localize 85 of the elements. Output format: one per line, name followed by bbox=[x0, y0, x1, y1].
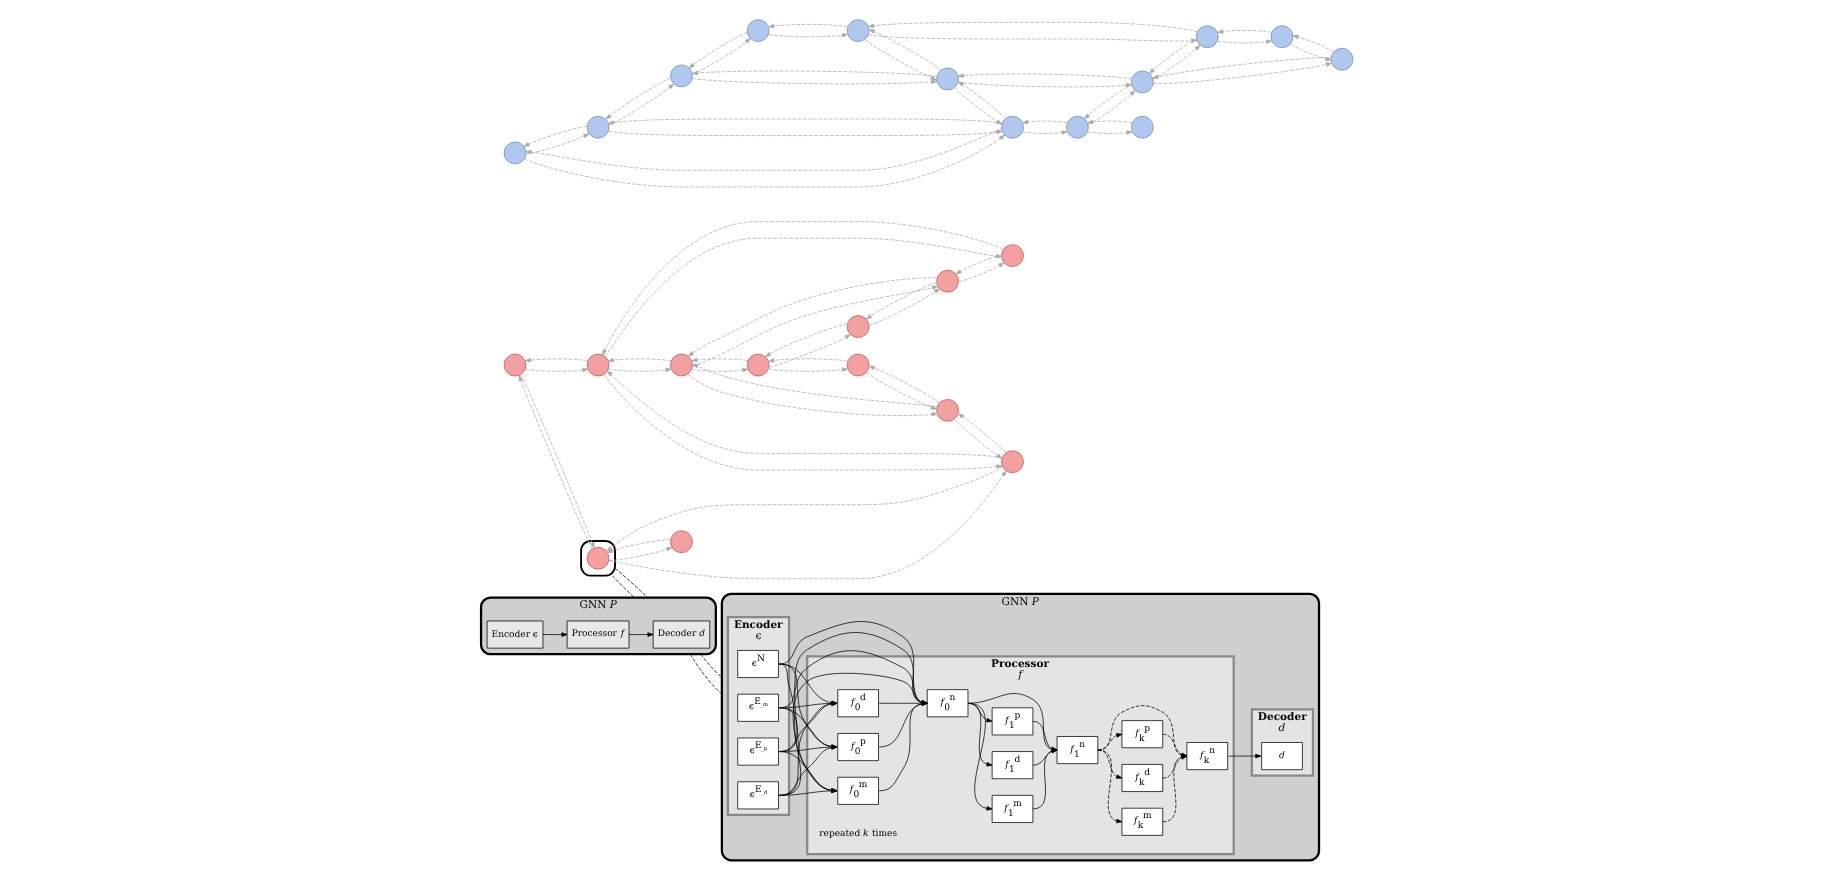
arrow bbox=[768, 358, 848, 363]
connector bbox=[700, 653, 723, 678]
arrow bbox=[1022, 130, 1068, 135]
arrow bbox=[868, 21, 1198, 33]
node-circle bbox=[670, 530, 693, 554]
connector bbox=[614, 567, 648, 598]
node-circle bbox=[1270, 25, 1294, 48]
arrow bbox=[523, 125, 588, 147]
arrow bbox=[525, 357, 589, 363]
node-circle bbox=[846, 353, 870, 377]
node-circle bbox=[1330, 48, 1354, 71]
arrow bbox=[868, 365, 940, 404]
node-circle bbox=[1001, 244, 1024, 267]
arrow bbox=[1088, 90, 1136, 126]
arrow bbox=[1217, 39, 1273, 44]
node-circle bbox=[503, 141, 527, 165]
arrow bbox=[866, 282, 937, 320]
arrow bbox=[1152, 44, 1201, 80]
arrow bbox=[1087, 119, 1133, 125]
arrow bbox=[967, 702, 993, 723]
arrow bbox=[628, 632, 654, 637]
arrow bbox=[687, 373, 938, 417]
arrow bbox=[1097, 749, 1123, 779]
arrow bbox=[954, 87, 1003, 125]
arrow bbox=[1292, 34, 1335, 53]
arrow bbox=[1290, 43, 1332, 62]
node-circle bbox=[846, 19, 870, 42]
arrow bbox=[768, 334, 851, 368]
arrow bbox=[1022, 119, 1068, 125]
arrow bbox=[868, 29, 942, 71]
arrow bbox=[967, 702, 993, 767]
arrow bbox=[606, 466, 1004, 552]
node-circle bbox=[936, 399, 959, 422]
arrow bbox=[692, 38, 751, 75]
arrow bbox=[607, 539, 672, 553]
arrow bbox=[1152, 62, 1333, 85]
arrow bbox=[868, 34, 1198, 43]
arrow bbox=[542, 632, 568, 637]
arrow bbox=[608, 547, 673, 561]
node-circle bbox=[1195, 25, 1219, 48]
arrow bbox=[691, 367, 749, 373]
arrow bbox=[768, 33, 848, 38]
arrow bbox=[958, 262, 1005, 283]
arrow bbox=[1097, 749, 1123, 824]
arrow bbox=[967, 702, 993, 811]
arrow bbox=[864, 39, 937, 81]
arrow bbox=[768, 367, 848, 372]
arrow bbox=[691, 70, 938, 77]
arrow bbox=[957, 73, 1133, 80]
node-circle bbox=[503, 353, 527, 377]
arrow bbox=[525, 128, 1002, 171]
connector bbox=[611, 575, 635, 598]
arrow bbox=[1087, 130, 1133, 135]
arrow bbox=[866, 372, 937, 410]
arrow bbox=[1149, 38, 1197, 74]
arrow bbox=[765, 323, 848, 358]
arrow bbox=[1217, 29, 1273, 34]
arrow bbox=[606, 370, 1003, 458]
arrow bbox=[608, 129, 1003, 136]
arrow bbox=[691, 78, 938, 85]
node-circle bbox=[1131, 115, 1154, 139]
connector bbox=[690, 653, 723, 695]
arrow bbox=[607, 357, 672, 363]
node-circle bbox=[1001, 450, 1024, 473]
arrow bbox=[1152, 57, 1332, 79]
arrow bbox=[608, 470, 1007, 580]
arrow bbox=[608, 118, 1003, 125]
arrow bbox=[692, 363, 938, 408]
node-circle bbox=[586, 353, 610, 377]
arrow bbox=[957, 81, 1006, 120]
arrow bbox=[768, 23, 848, 29]
node-circle bbox=[936, 67, 959, 91]
arrow bbox=[607, 367, 672, 373]
arrow bbox=[688, 32, 748, 69]
arrow bbox=[523, 134, 1006, 188]
arrow bbox=[955, 254, 1002, 275]
arrow bbox=[525, 367, 589, 373]
arrow bbox=[525, 133, 590, 155]
arrow bbox=[1228, 753, 1262, 759]
node-circle bbox=[586, 547, 610, 570]
arrow bbox=[691, 357, 749, 363]
arrow bbox=[868, 288, 940, 326]
arrow bbox=[603, 373, 1003, 471]
arrow bbox=[1097, 733, 1123, 751]
node-circle bbox=[936, 269, 959, 293]
